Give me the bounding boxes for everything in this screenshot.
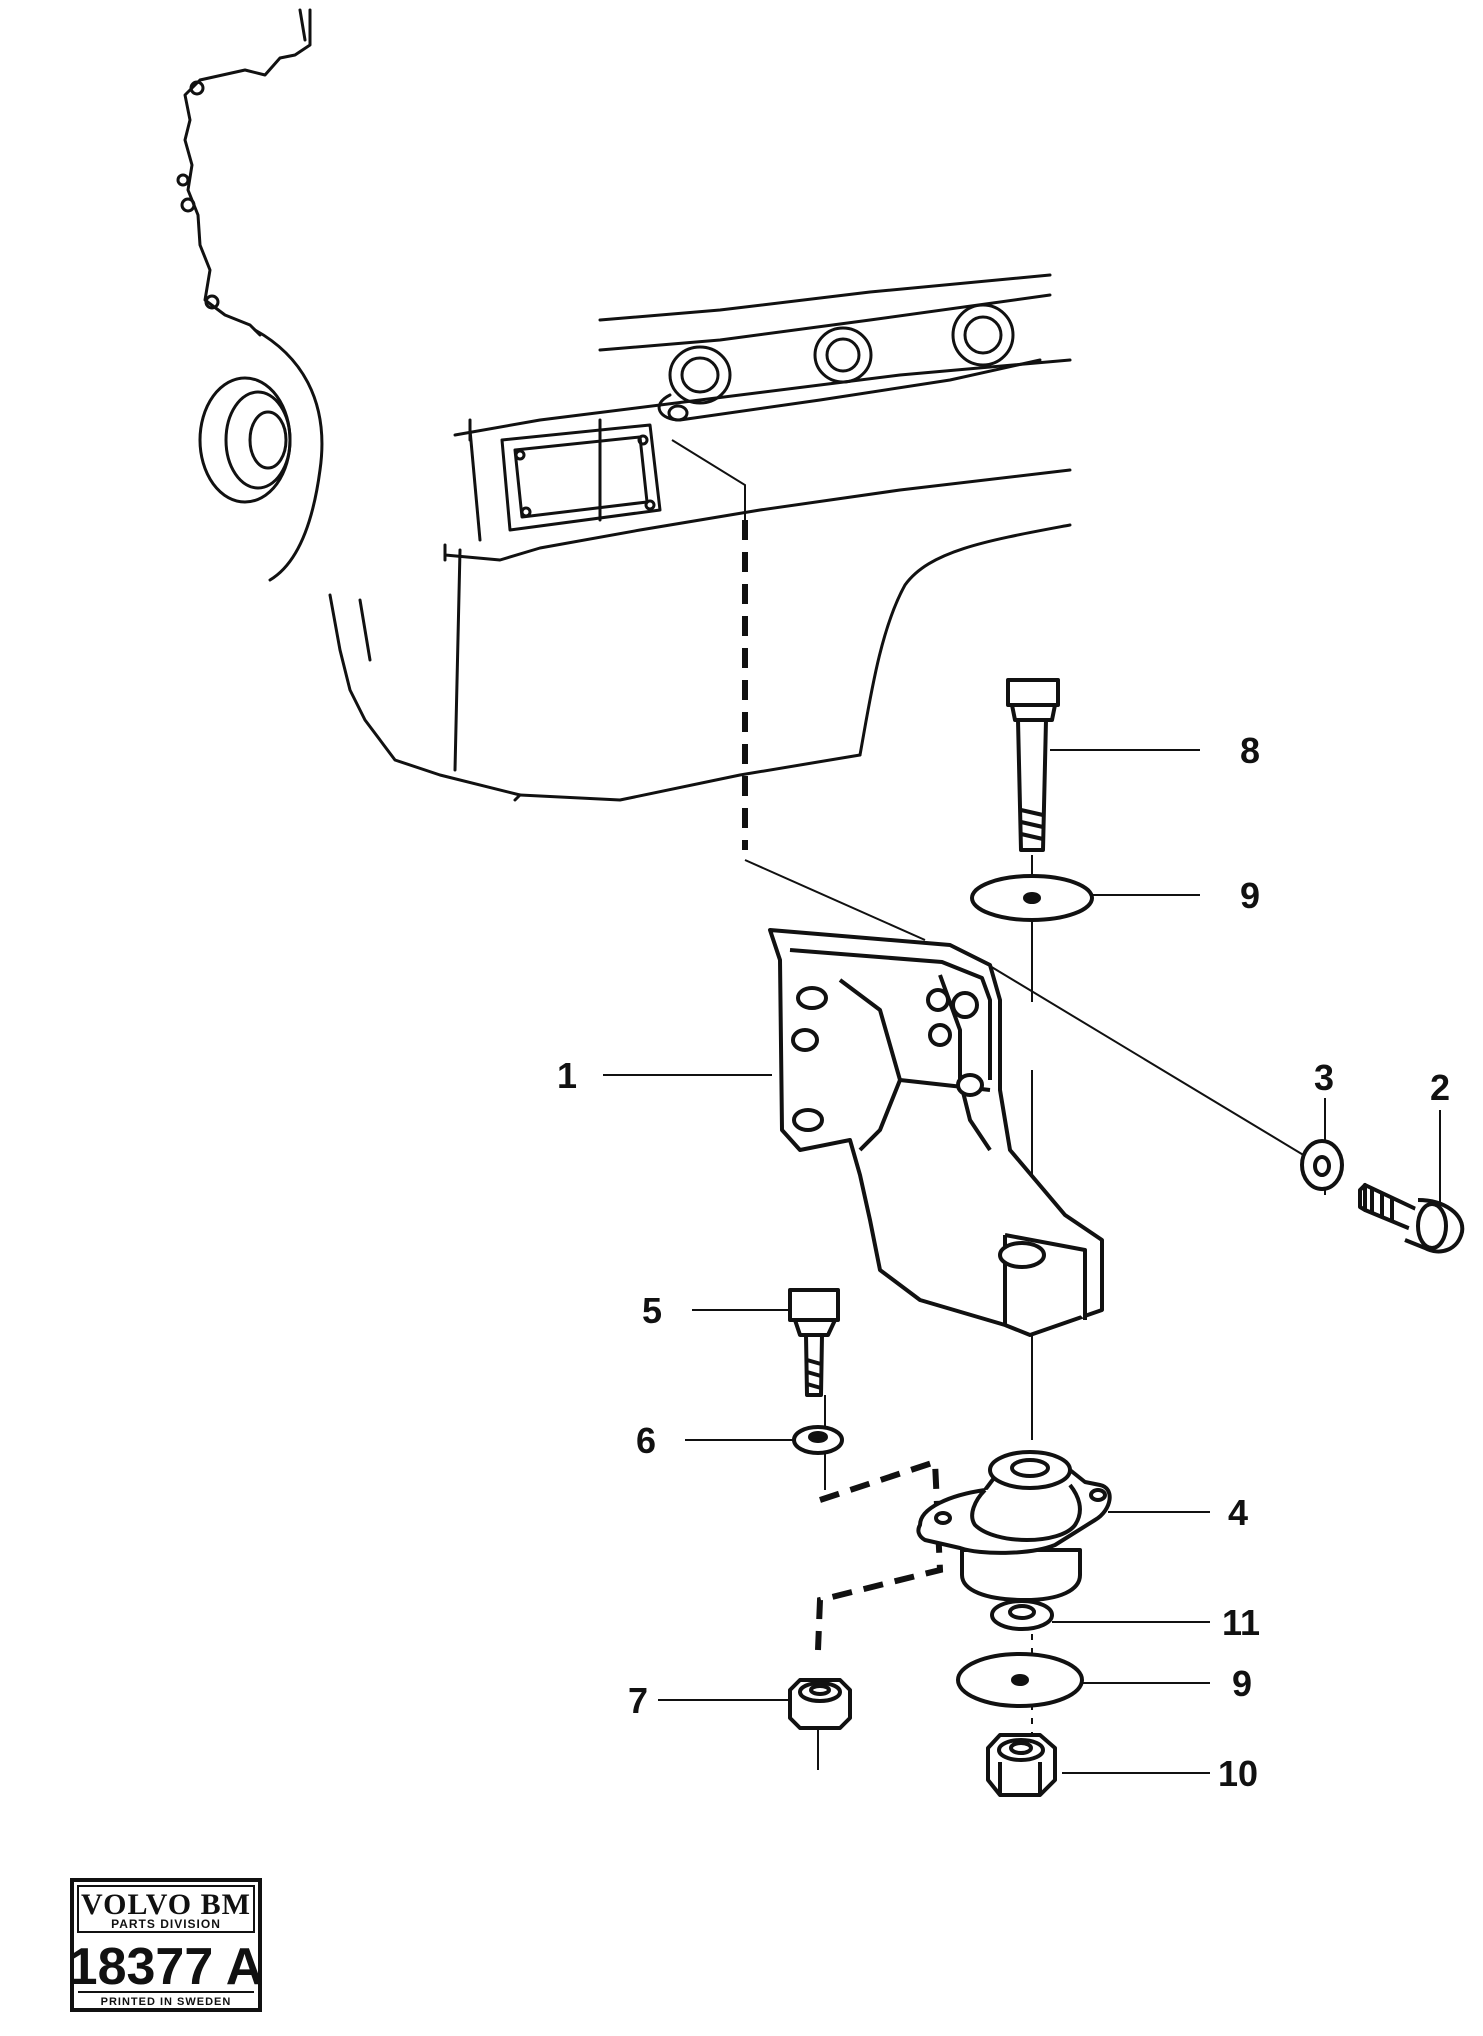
screw-part-5 bbox=[788, 1288, 840, 1397]
callout-1: 1 bbox=[557, 1055, 577, 1096]
nut-part-10 bbox=[986, 1733, 1057, 1797]
callout-5: 5 bbox=[642, 1290, 662, 1331]
stamp-footer: PRINTED IN SWEDEN bbox=[101, 1996, 232, 2008]
washer-part-9-lower bbox=[956, 1652, 1084, 1708]
callout-8: 8 bbox=[1240, 730, 1260, 771]
callout-2: 2 bbox=[1430, 1067, 1450, 1108]
bracket-part-1 bbox=[768, 928, 1104, 1337]
callout-3: 3 bbox=[1314, 1057, 1334, 1098]
washer-part-11 bbox=[990, 1599, 1054, 1631]
bolt-part-2 bbox=[1358, 1183, 1465, 1254]
callout-9-lower: 9 bbox=[1232, 1663, 1252, 1704]
callout-7: 7 bbox=[628, 1680, 648, 1721]
bolt-part-8 bbox=[1006, 678, 1060, 852]
callout-4: 4 bbox=[1228, 1492, 1248, 1533]
washer-part-3 bbox=[1300, 1139, 1344, 1191]
callout-11: 11 bbox=[1222, 1602, 1260, 1643]
callout-10: 10 bbox=[1218, 1753, 1258, 1794]
washer-part-9-upper bbox=[970, 874, 1094, 922]
callout-labels: 1 2 3 4 5 6 7 8 9 11 9 10 bbox=[557, 730, 1450, 1794]
stamp-division: PARTS DIVISION bbox=[111, 1917, 221, 1931]
leader-lines bbox=[603, 439, 1441, 1780]
engine-block bbox=[176, 8, 1072, 802]
volvo-bm-stamp: VOLVO BM PARTS DIVISION 18377 A PRINTED … bbox=[69, 1878, 264, 2012]
rubber-mount-part-4 bbox=[916, 1450, 1112, 1602]
dashed-connection-lines bbox=[742, 520, 944, 1651]
washer-part-6 bbox=[792, 1425, 844, 1455]
callout-9-upper: 9 bbox=[1240, 875, 1260, 916]
stamp-brand: VOLVO BM bbox=[81, 1888, 251, 1921]
callout-6: 6 bbox=[636, 1420, 656, 1461]
stamp-number: 18377 A bbox=[69, 1938, 264, 1996]
nut-part-7 bbox=[788, 1678, 852, 1730]
